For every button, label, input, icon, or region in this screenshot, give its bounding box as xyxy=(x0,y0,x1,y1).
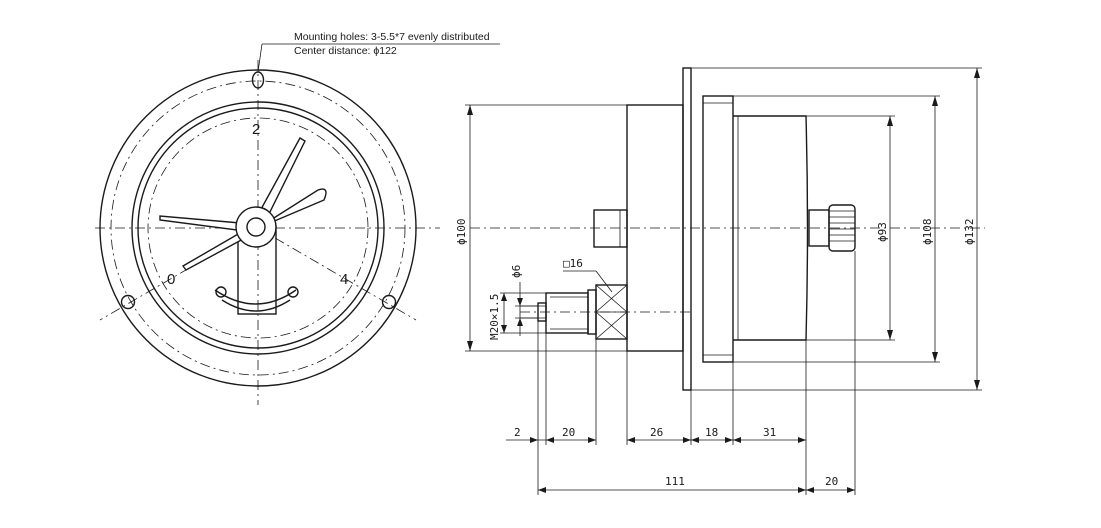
hex-leader xyxy=(595,270,613,293)
note-mounting-holes: Mounting holes: 3-5.5*7 evenly distribut… xyxy=(294,31,490,43)
dimensions: ϕ100 ϕ93 ϕ108 ϕ132 ϕ6 M20 xyxy=(455,67,982,495)
dim-dia-132: ϕ132 xyxy=(963,219,976,246)
scale-label-2: 2 xyxy=(252,121,260,138)
rear-terminal-box xyxy=(593,209,628,248)
cable-gland-knurl xyxy=(828,204,856,252)
dim-thread: M20×1.5 xyxy=(488,294,501,340)
dim-26: 26 xyxy=(650,426,663,439)
dim-dia-100: ϕ100 xyxy=(455,219,468,246)
dim-hex-16: □16 xyxy=(563,257,583,270)
main-pointer xyxy=(257,188,327,229)
dim-31: 31 xyxy=(763,426,776,439)
note-leader xyxy=(257,43,263,73)
dim-2: 2 xyxy=(514,426,521,439)
mounting-hole-right xyxy=(381,294,397,310)
hex-nut-diag4 xyxy=(595,311,628,340)
dim-dia-108: ϕ108 xyxy=(921,219,934,246)
dim-20-thread: 20 xyxy=(562,426,575,439)
knurl-lines xyxy=(829,210,855,242)
scale-label-4: 4 xyxy=(340,271,348,288)
dim-18: 18 xyxy=(705,426,718,439)
dial-face-circle xyxy=(147,117,369,339)
front-view: 2 0 4 Mounting holes: 3-5.5*7 evenly dis… xyxy=(95,31,500,405)
dim-20-gland: 20 xyxy=(825,475,838,488)
front-bezel xyxy=(702,95,734,363)
contact-arc-slot xyxy=(214,289,297,312)
contact-screw-right xyxy=(287,286,299,298)
front-centerline-diag2 xyxy=(257,227,417,321)
case-body xyxy=(733,115,809,341)
side-view xyxy=(470,67,985,391)
scale-label-0: 0 xyxy=(167,271,175,288)
dim-dia-93: ϕ93 xyxy=(876,222,889,242)
hex-nut-diag2 xyxy=(595,284,628,313)
contact-screw-left xyxy=(215,286,227,298)
thread-body xyxy=(545,292,589,334)
flange-plate xyxy=(682,67,692,391)
dim-dia-6: ϕ6 xyxy=(510,265,523,278)
pressure-port xyxy=(537,302,547,322)
note-center-distance: Center distance: ϕ122 xyxy=(294,45,397,57)
pointer-hub-inner xyxy=(246,217,266,237)
mounting-hole-left xyxy=(120,294,136,310)
dim-111: 111 xyxy=(665,475,685,488)
